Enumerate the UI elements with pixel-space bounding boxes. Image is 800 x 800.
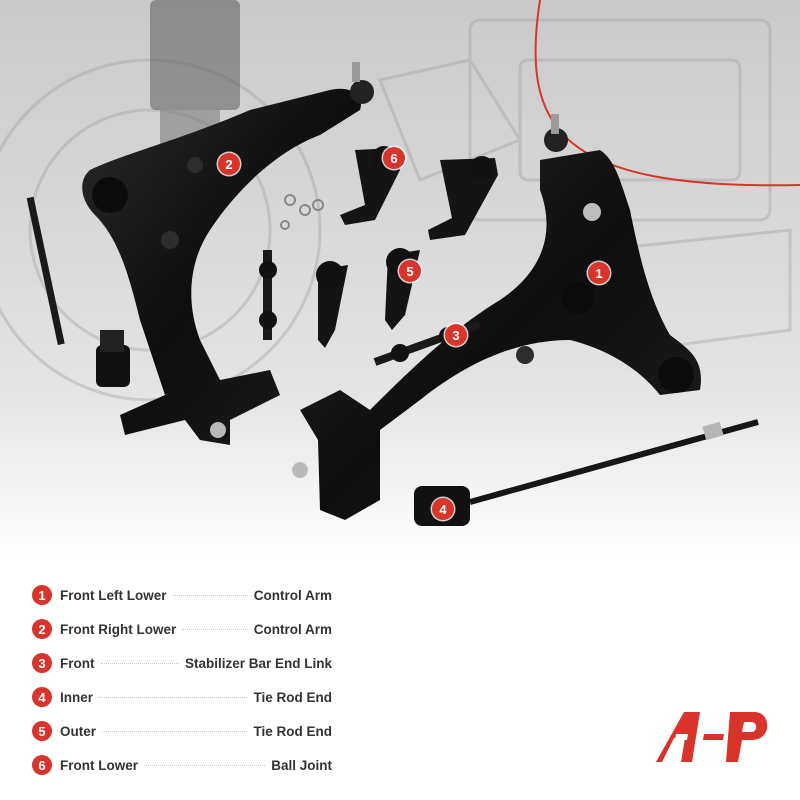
legend-row-5: 5 Outer Tie Rod End: [32, 714, 332, 748]
legend-leader-3: [100, 662, 179, 664]
inner-tie-rod-left: [26, 196, 130, 387]
legend-badge-2: 2: [32, 619, 52, 639]
legend-badge-1: 1: [32, 585, 52, 605]
accent-arc: [534, 0, 800, 187]
legend-row-2: 2 Front Right Lower Control Arm: [32, 612, 332, 646]
legend-row-4: 4 Inner Tie Rod End: [32, 680, 332, 714]
callout-1-badge: 1: [588, 262, 610, 284]
legend-badge-5: 5: [32, 721, 52, 741]
a-premium-logo-icon: [656, 712, 768, 762]
legend-right-3: Stabilizer Bar End Link: [184, 655, 332, 671]
control-arm-right: [82, 88, 361, 446]
legend-badge-6: 6: [32, 755, 52, 775]
legend-right-2: Control Arm: [253, 621, 332, 637]
legend-leader-6: [144, 764, 266, 766]
legend-left-4: Inner: [60, 689, 94, 705]
legend-left-5: Outer: [60, 723, 97, 739]
legend-left-6: Front Lower: [60, 757, 138, 773]
ball-joints: [340, 146, 498, 240]
control-arm-left: [300, 150, 701, 520]
callout-6-badge: 6: [383, 147, 405, 169]
legend-right-4: Tie Rod End: [253, 689, 332, 705]
legend-right-6: Ball Joint: [271, 757, 332, 773]
product-photo: [0, 0, 800, 560]
legend-row-6: 6 Front Lower Ball Joint: [32, 748, 332, 782]
legend-leader-1: [172, 594, 248, 596]
legend-left-1: Front Left Lower: [60, 587, 167, 603]
legend-leader-2: [182, 628, 248, 630]
legend-left-2: Front Right Lower: [60, 621, 177, 637]
legend-left-3: Front: [60, 655, 95, 671]
legend-right-1: Control Arm: [253, 587, 332, 603]
legend-leader-4: [99, 696, 248, 698]
callout-5-badge: 5: [399, 260, 421, 282]
legend-row-3: 3 Front Stabilizer Bar End Link: [32, 646, 332, 680]
legend-badge-3: 3: [32, 653, 52, 673]
legend-row-1: 1 Front Left Lower Control Arm: [32, 578, 332, 612]
legend-badge-4: 4: [32, 687, 52, 707]
parts-legend: 1 Front Left Lower Control Arm 2 Front R…: [32, 578, 332, 782]
callout-3-badge: 3: [445, 324, 467, 346]
callout-2-badge: 2: [218, 153, 240, 175]
callout-4-badge: 4: [432, 498, 454, 520]
legend-leader-5: [102, 730, 248, 732]
hardware-washers: [280, 194, 324, 230]
legend-right-5: Tie Rod End: [253, 723, 332, 739]
